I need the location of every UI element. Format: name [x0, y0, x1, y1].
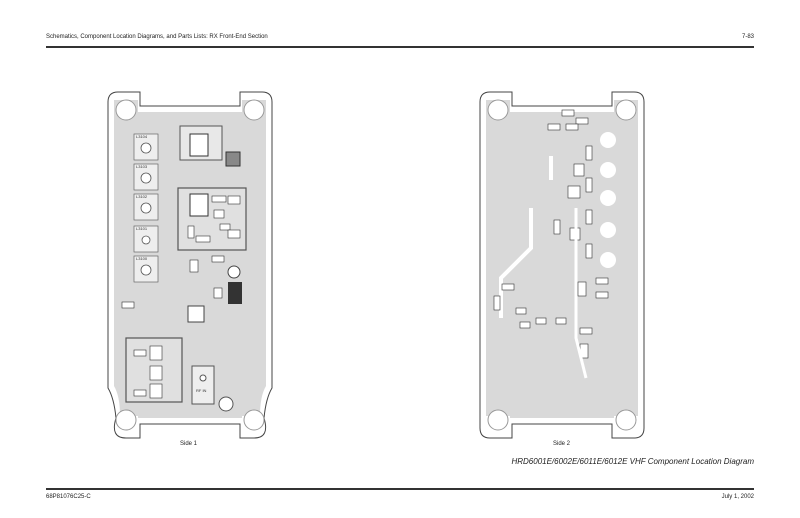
footer-rule: [46, 488, 754, 490]
label-l3103: L3103: [136, 164, 148, 169]
section-header: Schematics, Component Location Diagrams,…: [46, 34, 268, 40]
pcb-side-1: L3104 L3103 L3102 L3101 L3100 RF IN: [107, 91, 273, 439]
document-number: 68P81076C25-C: [46, 494, 91, 500]
pcb-side-2: [479, 91, 645, 439]
page-number: 7-83: [741, 34, 754, 40]
header-rule: [46, 46, 754, 48]
label-l3102: L3102: [136, 194, 148, 199]
label-rf-in: RF IN: [196, 388, 207, 393]
label-l3104: L3104: [136, 134, 148, 139]
label-l3101: L3101: [136, 226, 148, 231]
figure-title: HRD6001E/6002E/6011E/6012E VHF Component…: [511, 457, 754, 466]
label-l3100: L3100: [136, 256, 148, 261]
caption-side-2: Side 2: [553, 441, 571, 447]
publication-date: July 1, 2002: [721, 494, 754, 500]
caption-side-1: Side 1: [180, 441, 198, 447]
